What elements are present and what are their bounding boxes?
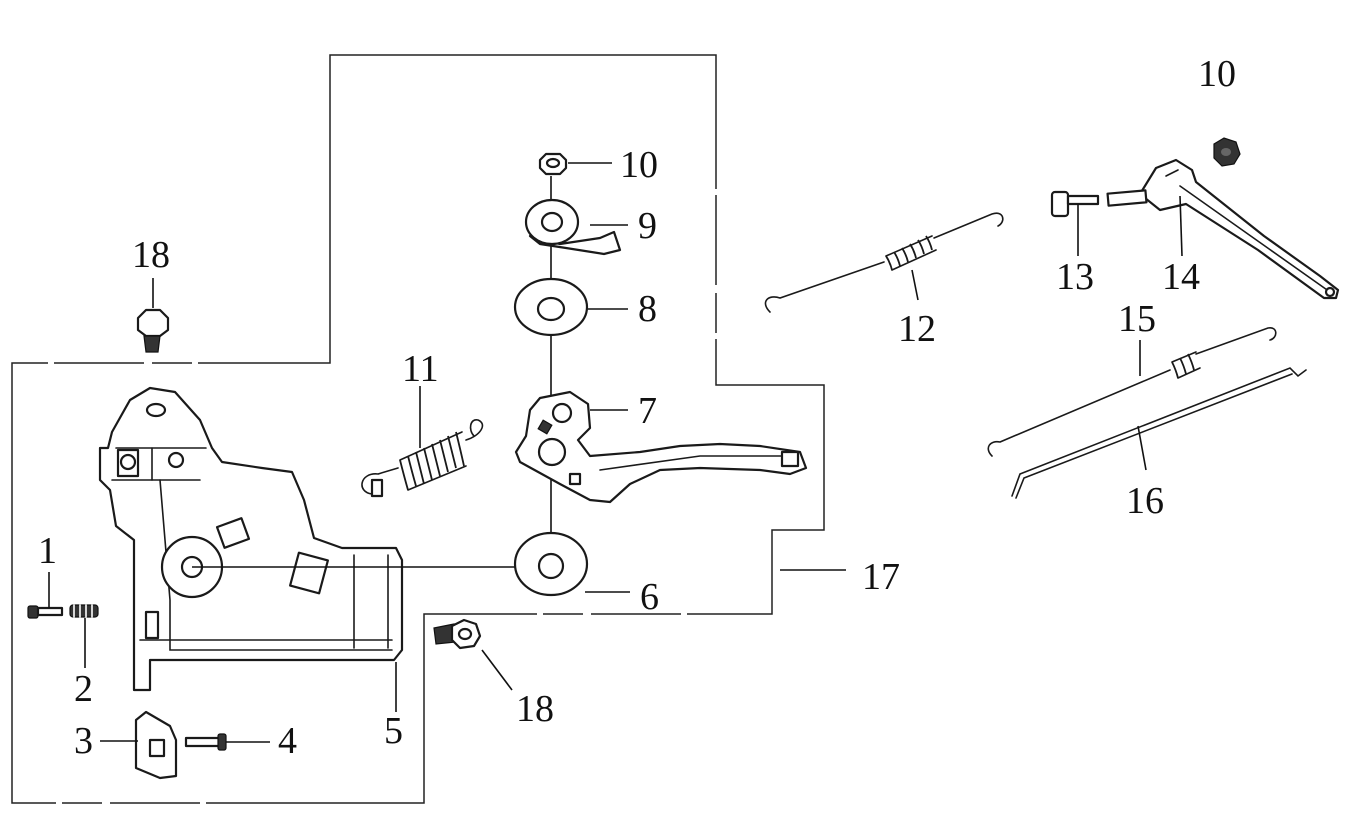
bolt-part-1 <box>27 605 64 619</box>
spring-part-12 <box>764 212 1004 313</box>
callout-17: 17 <box>862 556 900 598</box>
callout-3: 3 <box>74 720 93 762</box>
callout-1: 1 <box>38 530 57 572</box>
screw-part-4 <box>184 733 227 751</box>
callout-5: 5 <box>384 710 403 752</box>
bolt-part-18-lower <box>433 618 482 650</box>
group-frame-outline <box>11 54 825 804</box>
callout-16: 16 <box>1126 480 1164 522</box>
rod-part-16 <box>1011 367 1307 499</box>
pin-part-13 <box>1050 190 1100 218</box>
callout-18-lower: 18 <box>516 688 554 730</box>
clip-part-3 <box>134 710 178 780</box>
leader-lines <box>48 162 1183 743</box>
washer-part-8 <box>513 277 589 337</box>
stud-part-2 <box>69 604 99 618</box>
callout-10-right: 10 <box>1198 53 1236 95</box>
arm-part-14 <box>1106 158 1340 300</box>
nut-part-10-right <box>1213 137 1241 167</box>
callout-15: 15 <box>1118 298 1156 340</box>
callout-10-center: 10 <box>620 144 658 186</box>
callout-11: 11 <box>402 348 439 390</box>
spring-rod-part-15 <box>987 327 1277 457</box>
nut-part-10-center <box>538 152 568 176</box>
callout-8: 8 <box>638 288 657 330</box>
callout-2: 2 <box>74 668 93 710</box>
callout-14: 14 <box>1162 256 1200 298</box>
callout-13: 13 <box>1056 256 1094 298</box>
lever-arm-part-7 <box>514 390 808 504</box>
callout-18-upper: 18 <box>132 234 170 276</box>
callout-9: 9 <box>638 205 657 247</box>
callout-4: 4 <box>278 720 297 762</box>
bracket-plate <box>98 386 404 692</box>
callout-6: 6 <box>640 576 659 618</box>
bushing-part-9 <box>524 198 622 256</box>
spring-part-11 <box>361 419 484 498</box>
washer-part-6 <box>513 531 589 597</box>
bolt-part-18-upper <box>136 308 170 353</box>
callout-7: 7 <box>638 390 657 432</box>
callout-12: 12 <box>898 308 936 350</box>
